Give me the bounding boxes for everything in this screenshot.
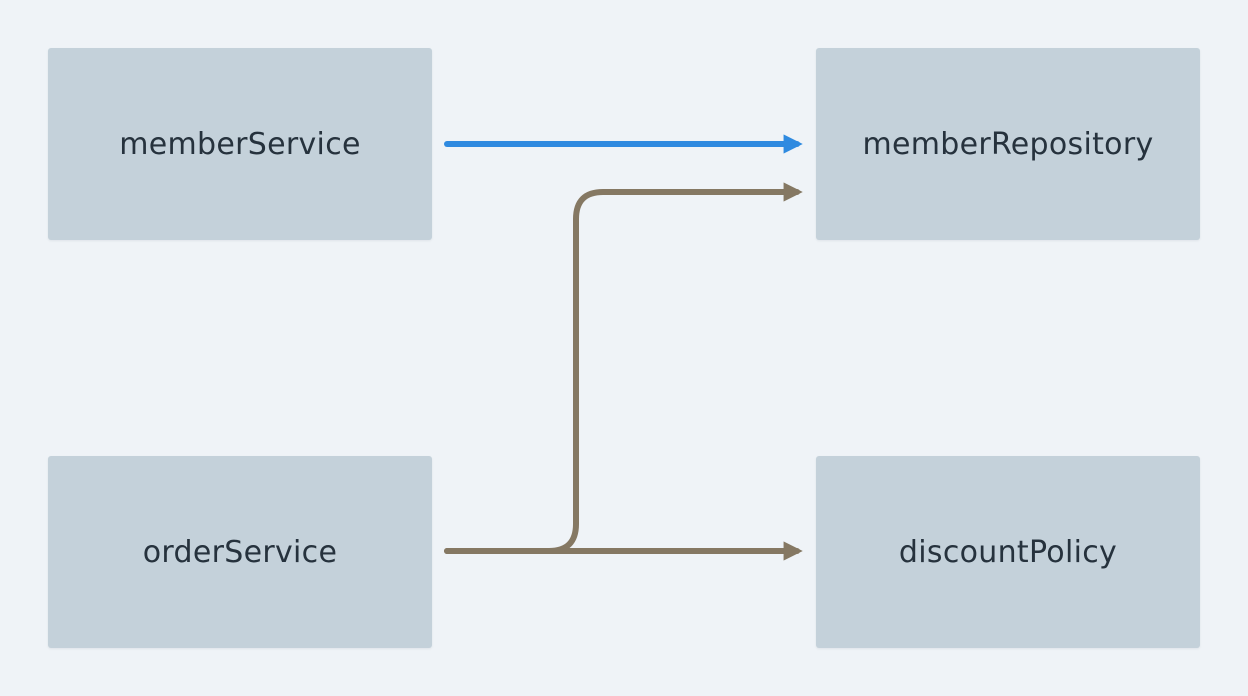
node-label: memberRepository (862, 126, 1154, 162)
node-discount-policy: discountPolicy (816, 456, 1200, 648)
node-label: memberService (119, 126, 361, 162)
node-member-repository: memberRepository (816, 48, 1200, 240)
node-order-service: orderService (48, 456, 432, 648)
node-member-service: memberService (48, 48, 432, 240)
node-label: discountPolicy (898, 534, 1118, 570)
node-label: orderService (142, 534, 338, 570)
edge-orderservice-to-memberrepository (444, 182, 803, 554)
